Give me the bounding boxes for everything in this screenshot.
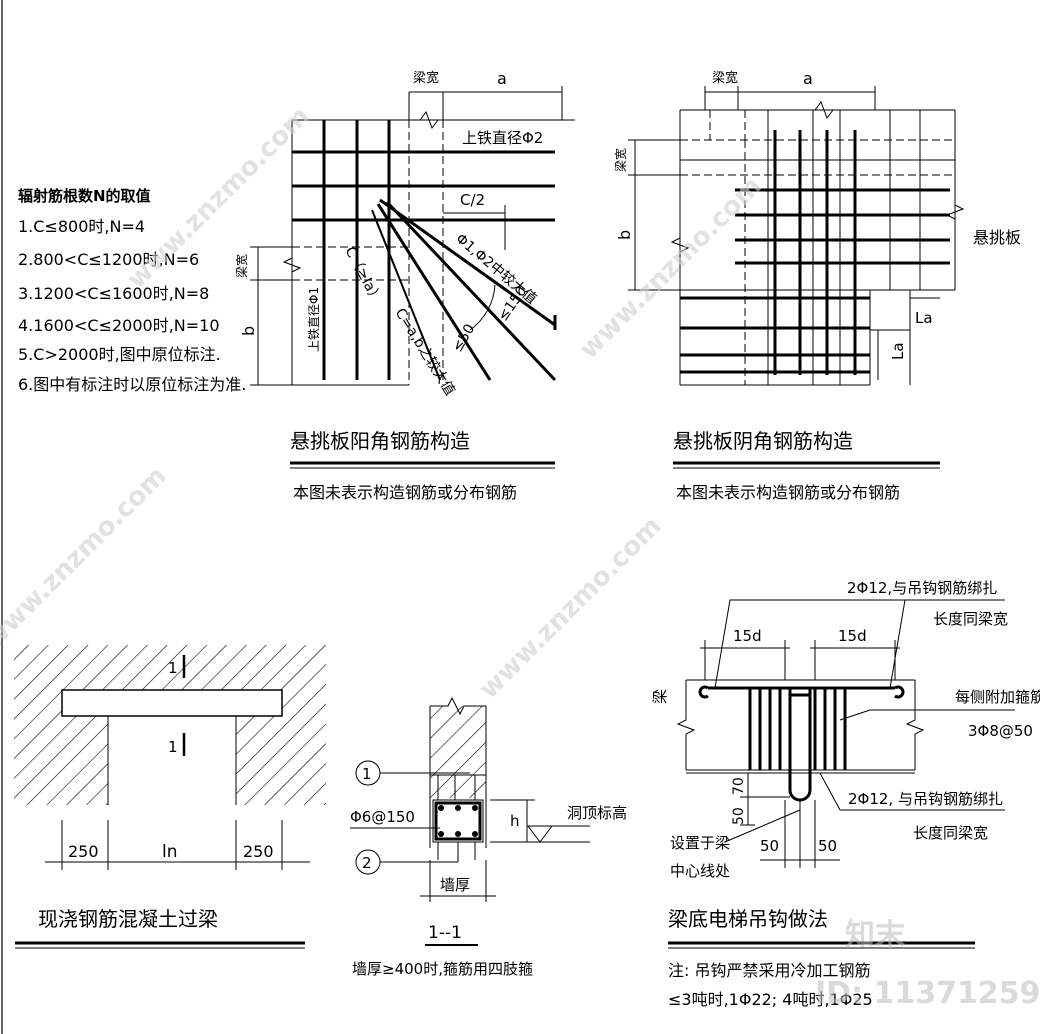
watermark-brand: 知末 — [845, 918, 905, 953]
callout-1: 1 — [362, 765, 372, 783]
beam-width-label: 梁宽 — [712, 70, 738, 86]
dim-15d: 15d — [838, 627, 867, 645]
dim-70: 70 — [731, 777, 747, 795]
section-title: 1--1 — [428, 923, 462, 943]
bottom-bar-length: 长度同梁宽 — [913, 824, 988, 842]
note-line: 6.图中有标注时以原位标注为准. — [18, 375, 246, 394]
top-bar-dia1-label: 上铁直径Φ1 — [307, 287, 321, 352]
stirrup-label: 每侧附加箍筋 — [955, 688, 1040, 706]
watermark-text: www.znzmo.com — [122, 101, 316, 295]
center-note: 中心线处 — [670, 862, 730, 880]
center-note: 设置于梁 — [670, 834, 730, 852]
diagram-elevator-hook — [668, 599, 1015, 949]
diagram5-title: 梁底电梯吊钩做法 — [668, 907, 828, 931]
callout-2: 2 — [362, 854, 372, 872]
diagram2-title: 悬挑板阴角钢筋构造 — [673, 429, 853, 453]
hook-note: 注: 吊钩严禁采用冷加工钢筋 — [668, 961, 870, 980]
dim-250-right: 250 — [243, 842, 274, 861]
h-label: h — [510, 812, 520, 830]
dim-b-label: b — [615, 230, 634, 240]
wall-thickness-label: 墙厚 — [440, 876, 470, 894]
diagram3-title: 现浇钢筋混凝土过梁 — [38, 907, 218, 931]
note-line: 4.1600<C≤2000时,N=10 — [18, 316, 220, 335]
dim-a-label: a — [497, 69, 507, 88]
watermark-text: www.znzmo.com — [474, 511, 668, 705]
dim-ln: ln — [162, 842, 178, 862]
beam-width-left-label: 梁宽 — [613, 148, 628, 172]
note-line: 1.C≤800时,N=4 — [18, 217, 145, 236]
beam-width-left-label: 梁宽 — [234, 254, 249, 278]
diagram2-subtitle: 本图未表示构造钢筋或分布钢筋 — [676, 483, 900, 502]
note-line: 3.1200<C≤1600时,N=8 — [18, 284, 209, 303]
note-line: 5.C>2000时,图中原位标注. — [18, 345, 221, 364]
dim-15d: 15d — [733, 627, 762, 645]
note-line: 2.800<C≤1200时,N=6 — [18, 250, 199, 269]
dim-b-label: b — [239, 326, 258, 336]
c-la-label: C（≥la） — [341, 244, 384, 306]
bottom-bar-label: 2Φ12, 与吊钩钢筋绑扎 — [848, 790, 1003, 808]
diagram-concave-corner — [628, 86, 965, 469]
dim-a-label: a — [803, 69, 813, 88]
section-cut-label: 1 — [168, 738, 178, 756]
diagram1-title: 悬挑板阳角钢筋构造 — [290, 429, 470, 453]
watermark-id: ID: 1137125972 — [815, 976, 1040, 1011]
la-label: La — [915, 309, 933, 327]
cantilever-label: 悬挑板 — [973, 228, 1021, 247]
watermark-layer: www.znzmo.com www.znzmo.com www.znzmo.co… — [0, 101, 1040, 1011]
dim-50: 50 — [760, 837, 779, 855]
stirrup-label: Φ6@150 — [350, 808, 415, 826]
diagram1-subtitle: 本图未表示构造钢筋或分布钢筋 — [293, 483, 517, 502]
diagram-lintel — [14, 645, 326, 949]
watermark-text: www.znzmo.com — [574, 171, 768, 365]
notes-heading: 辐射筋根数N的取值 — [18, 187, 151, 205]
beam-label: 梁 — [651, 689, 669, 704]
wall-note: 墙厚≥400时,箍筋用四肢箍 — [352, 960, 533, 978]
diagram-convex-corner — [250, 86, 575, 469]
diagram-section-1-1 — [350, 696, 590, 946]
dim-250-left: 250 — [68, 842, 99, 861]
top-bar-dia2-label: 上铁直径Φ2 — [462, 129, 543, 147]
top-bar-length: 长度同梁宽 — [933, 610, 1008, 628]
watermark-text: www.znzmo.com — [0, 461, 173, 655]
top-bar-label: 2Φ12,与吊钩钢筋绑扎 — [847, 579, 997, 597]
dim-50-vertical: 50 — [731, 807, 747, 825]
stirrup-value: 3Φ8@50 — [968, 722, 1033, 740]
dim-50: 50 — [818, 837, 837, 855]
hook-note: ≤3吨时,1Φ22; 4吨时,1Φ25 — [668, 990, 873, 1009]
beam-width-label: 梁宽 — [413, 70, 439, 86]
c-half-label: C/2 — [460, 191, 485, 209]
notes-block: 辐射筋根数N的取值 1.C≤800时,N=4 2.800<C≤1200时,N=6… — [18, 187, 246, 394]
la-label: La — [889, 342, 907, 360]
opening-elevation-label: 洞顶标高 — [567, 804, 627, 822]
section-cut-label: 1 — [168, 659, 178, 677]
